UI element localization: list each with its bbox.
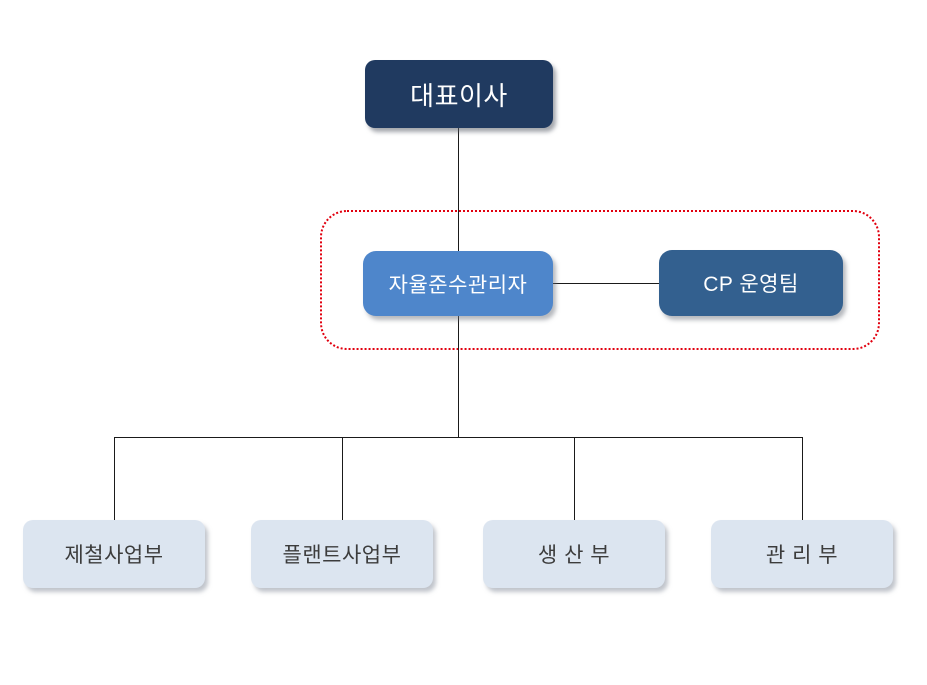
connector-department-bus [114,437,803,438]
connector-drop-dept-1 [114,437,115,520]
node-dept-production: 생 산 부 [483,520,665,588]
node-dept-plant-business: 플랜트사업부 [251,520,433,588]
connector-compliance-to-cp-team [553,283,659,284]
connector-drop-dept-2 [342,437,343,520]
node-cp-operating-team: CP 운영팀 [659,250,843,316]
node-compliance-manager: 자율준수관리자 [363,251,553,316]
node-dept-management: 관 리 부 [711,520,893,588]
connector-drop-dept-4 [802,437,803,520]
node-dept-steel-business: 제철사업부 [23,520,205,588]
compliance-highlight-region [320,210,880,350]
connector-drop-dept-3 [574,437,575,520]
node-ceo: 대표이사 [365,60,553,128]
